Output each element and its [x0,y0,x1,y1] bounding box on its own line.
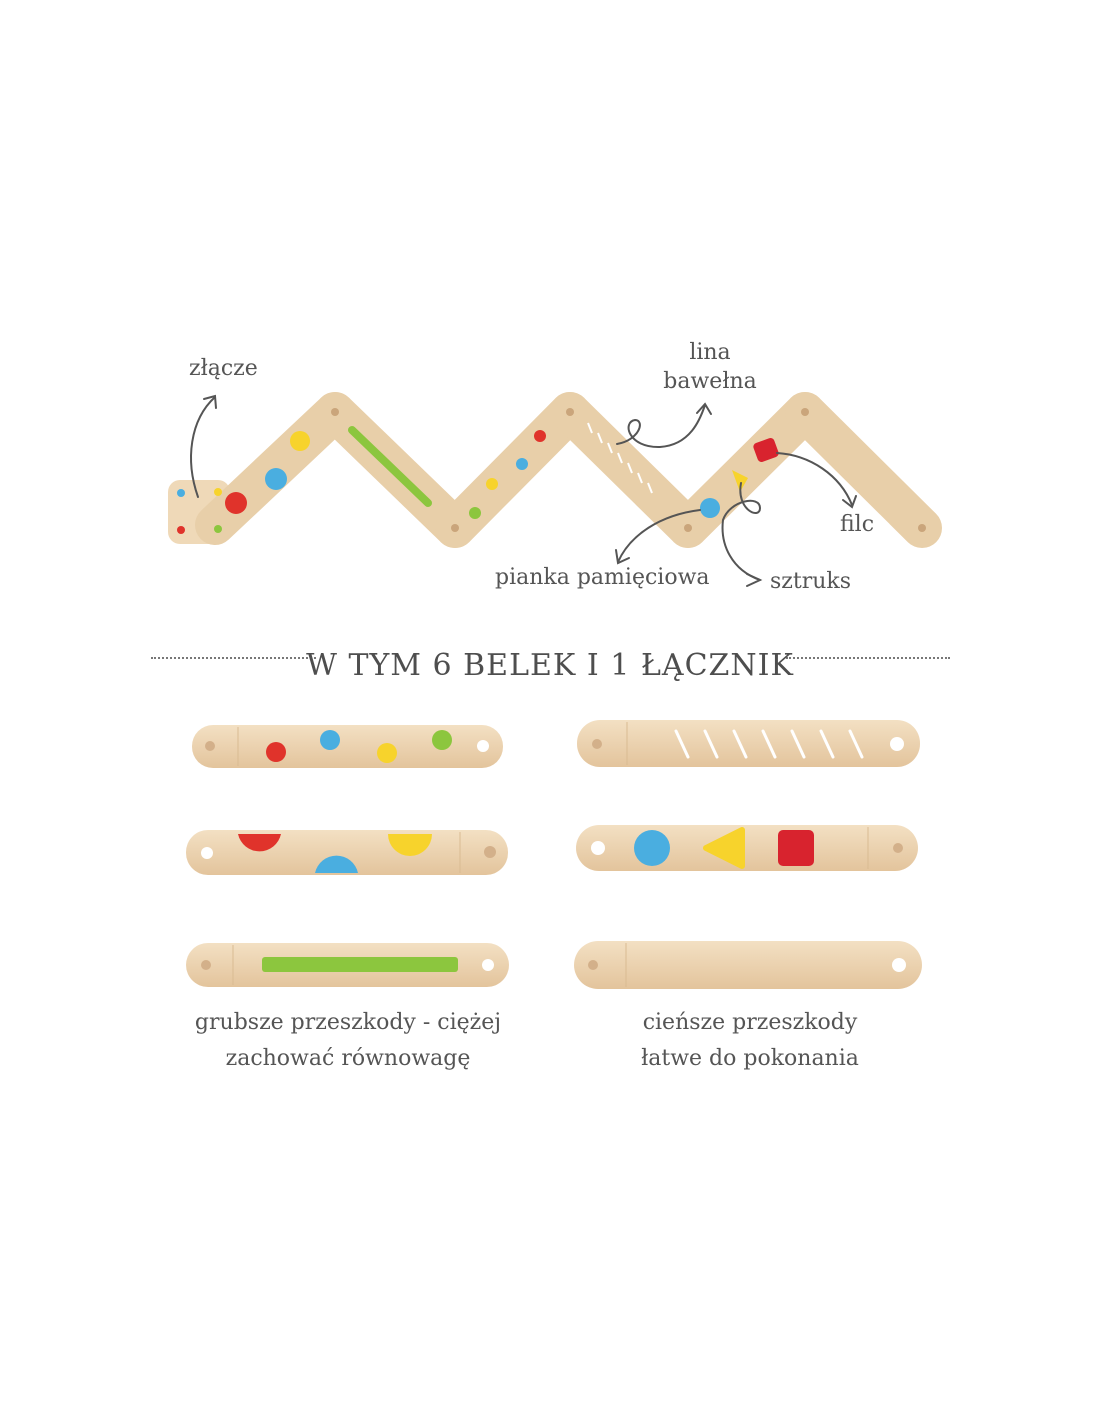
beam [550,392,708,548]
beam-textures [576,825,918,871]
section-heading: W TYM 6 BELEK I 1 ŁĄCZNIK [306,648,794,683]
caption-right-line1: cieńsze przeszkody [642,1010,858,1035]
beam-balls [192,725,503,768]
label-felt: filc [840,512,875,537]
label-rope: lina bawełna [650,340,770,394]
arrow-icon [776,452,853,506]
beam-rope [577,720,920,767]
divider-left [151,657,316,659]
label-connector: złącze [189,356,258,381]
label-rope-line1: lina [689,340,731,365]
arrow-icon [617,509,701,563]
caption-right: cieńsze przeszkody łatwe do pokonania [550,1005,950,1077]
divider-right [786,657,950,659]
caption-right-line2: łatwe do pokonania [641,1046,859,1071]
beam-plain [574,941,922,989]
arrow-icon [616,404,706,449]
arrow-icon [721,482,762,581]
label-memory-foam: pianka pamięciowa [495,565,710,590]
beam-pieces [186,720,922,989]
label-rope-line2: bawełna [663,369,757,394]
label-corduroy: sztruks [770,569,852,594]
beam [785,392,942,548]
caption-left-line2: zachować równowagę [225,1046,471,1071]
annotation-arrows [190,394,857,587]
caption-left: grubsze przeszkody - ciężej zachować rów… [148,1005,548,1077]
arrow-icon [190,396,216,498]
caption-left-line1: grubsze przeszkody - ciężej [194,1010,502,1035]
